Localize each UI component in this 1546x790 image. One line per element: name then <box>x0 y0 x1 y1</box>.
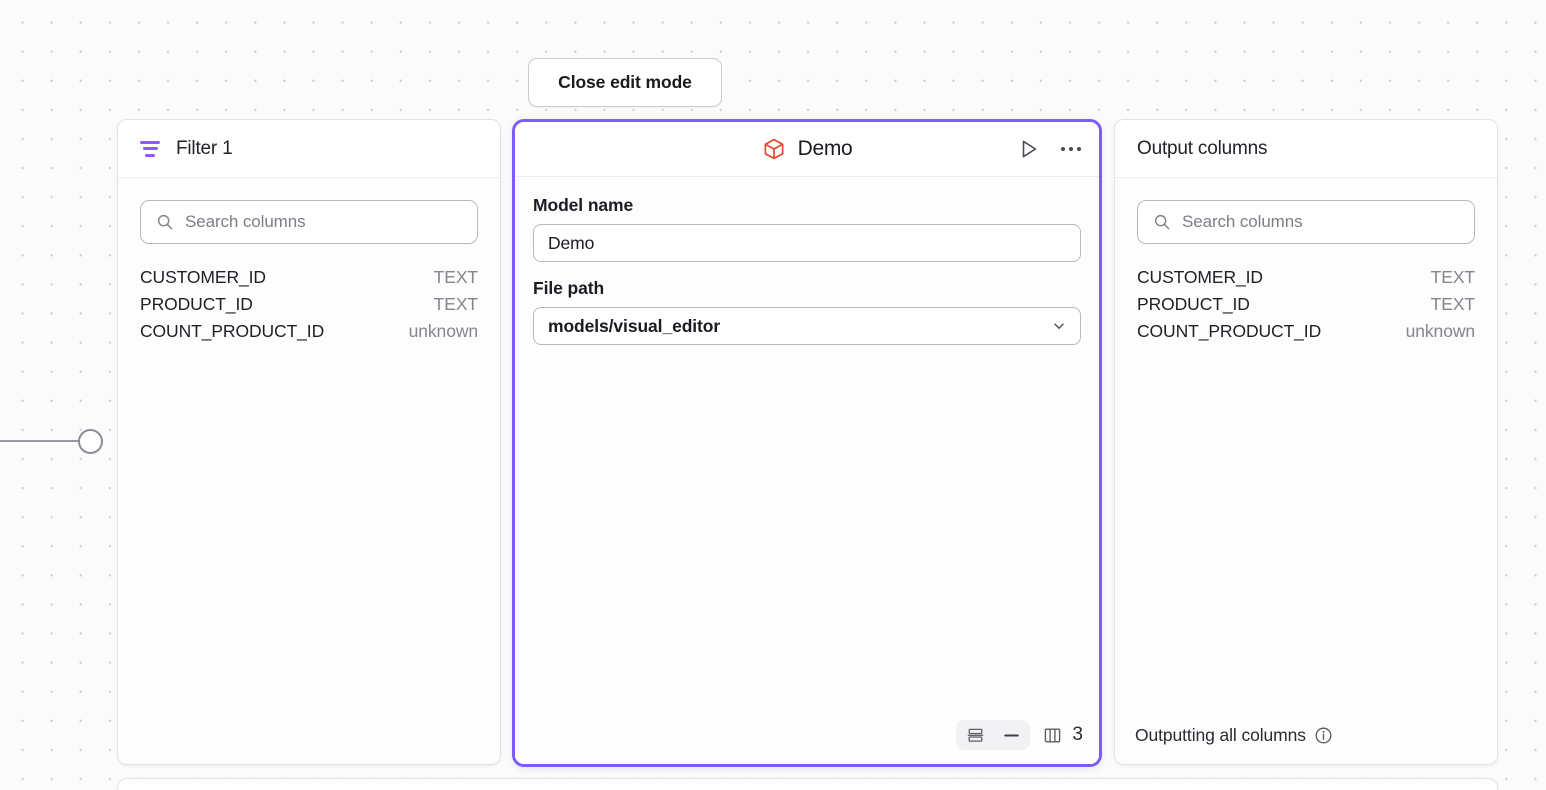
cube-icon <box>764 138 784 160</box>
output-panel-title: Output columns <box>1137 137 1268 159</box>
model-panel-title: Demo <box>797 137 853 160</box>
close-edit-mode-button[interactable]: Close edit mode <box>528 58 722 107</box>
filter-panel-header: Filter 1 <box>118 120 500 178</box>
output-panel-header: Output columns <box>1115 120 1497 178</box>
model-node-panel[interactable]: Demo Model name Demo File path models/vi… <box>512 119 1102 767</box>
filter-column-list: CUSTOMER_ID TEXT PRODUCT_ID TEXT COUNT_P… <box>140 264 478 345</box>
search-icon <box>1154 214 1170 230</box>
table-row[interactable]: CUSTOMER_ID TEXT <box>1137 264 1475 291</box>
output-panel-footer: Outputting all columns <box>1115 711 1497 764</box>
next-node-panel-partial[interactable] <box>117 778 1498 790</box>
table-row[interactable]: PRODUCT_ID TEXT <box>1137 291 1475 318</box>
connector-edge <box>0 440 80 442</box>
table-row[interactable]: PRODUCT_ID TEXT <box>140 291 478 318</box>
model-panel-footer-toolbar: 3 <box>956 720 1083 750</box>
filter-node-panel[interactable]: Filter 1 Search columns CUSTOMER_ID TEXT… <box>117 119 501 765</box>
model-panel-actions <box>1015 135 1085 163</box>
column-name: CUSTOMER_ID <box>140 267 266 287</box>
output-column-list: CUSTOMER_ID TEXT PRODUCT_ID TEXT COUNT_P… <box>1137 264 1475 345</box>
connector-handle[interactable] <box>78 429 103 454</box>
output-panel-body: Search columns CUSTOMER_ID TEXT PRODUCT_… <box>1115 178 1497 711</box>
view-mode-segmented-control[interactable] <box>956 720 1031 750</box>
chevron-down-icon <box>1054 323 1064 329</box>
column-type: TEXT <box>433 267 478 287</box>
outputting-status-text: Outputting all columns <box>1135 725 1306 745</box>
column-count-control[interactable]: 3 <box>1042 724 1083 746</box>
column-type: unknown <box>1405 321 1475 341</box>
rows-icon[interactable] <box>962 723 988 747</box>
columns-icon <box>1045 727 1061 743</box>
output-columns-panel[interactable]: Output columns Search columns CUSTOMER_I… <box>1114 119 1498 765</box>
filter-search-placeholder: Search columns <box>185 212 306 231</box>
info-icon[interactable] <box>1314 726 1333 745</box>
table-row[interactable]: COUNT_PRODUCT_ID unknown <box>140 318 478 345</box>
run-icon[interactable] <box>1015 135 1043 163</box>
column-type: TEXT <box>433 294 478 314</box>
filter-search-input[interactable]: Search columns <box>140 200 478 244</box>
filter-icon <box>140 140 160 157</box>
ellipsis-icon[interactable] <box>1057 135 1085 163</box>
table-row[interactable]: COUNT_PRODUCT_ID unknown <box>1137 318 1475 345</box>
column-type: TEXT <box>1430 267 1475 287</box>
column-count-value: 3 <box>1072 724 1083 745</box>
column-name: PRODUCT_ID <box>1137 294 1250 314</box>
model-panel-header: Demo <box>515 122 1099 177</box>
output-search-input[interactable]: Search columns <box>1137 200 1475 244</box>
column-name: PRODUCT_ID <box>140 294 253 314</box>
model-name-label: Model name <box>533 195 634 215</box>
model-panel-body: Model name Demo File path models/visual_… <box>515 177 1099 764</box>
column-name: COUNT_PRODUCT_ID <box>1137 321 1322 341</box>
column-type: TEXT <box>1430 294 1475 314</box>
filter-panel-body: Search columns CUSTOMER_ID TEXT PRODUCT_… <box>118 178 500 764</box>
file-path-value: models/visual_editor <box>548 315 721 336</box>
output-search-placeholder: Search columns <box>1182 212 1303 231</box>
minus-icon[interactable] <box>998 723 1024 747</box>
search-icon <box>157 214 173 230</box>
column-name: COUNT_PRODUCT_ID <box>140 321 325 341</box>
model-name-input[interactable]: Demo <box>533 224 1081 262</box>
column-type: unknown <box>408 321 478 341</box>
file-path-select[interactable]: models/visual_editor <box>533 307 1081 345</box>
table-row[interactable]: CUSTOMER_ID TEXT <box>140 264 478 291</box>
column-name: CUSTOMER_ID <box>1137 267 1263 287</box>
file-path-label: File path <box>533 278 605 298</box>
filter-panel-title: Filter 1 <box>176 137 233 159</box>
